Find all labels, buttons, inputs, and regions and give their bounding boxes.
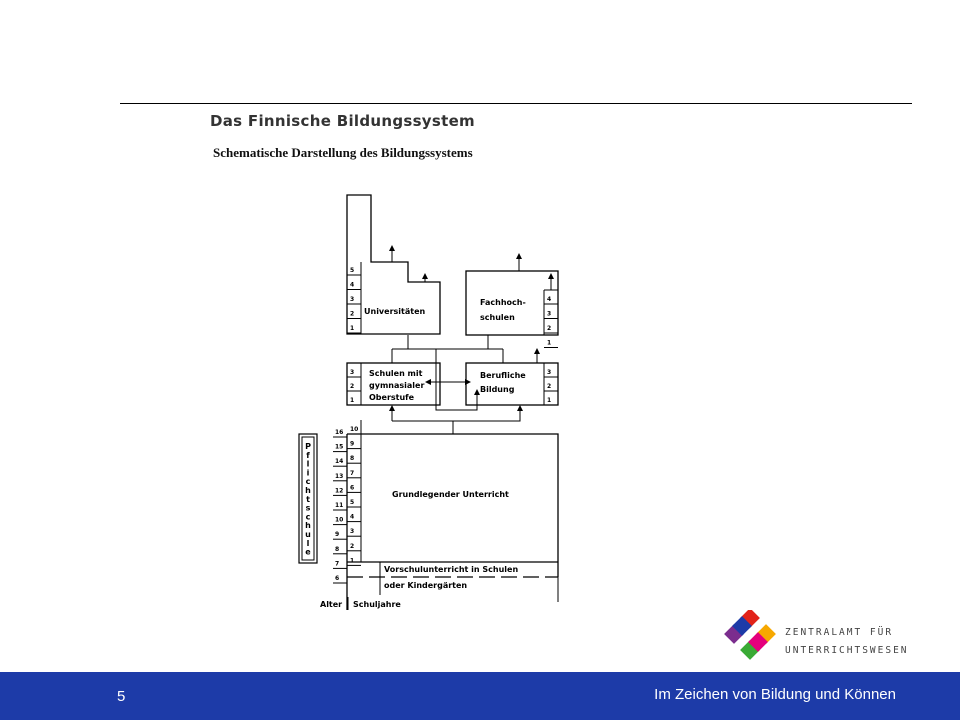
university-year-2: 2 — [350, 311, 354, 318]
basic-year-9: 9 — [350, 441, 354, 448]
university-year-4: 4 — [350, 282, 354, 289]
basic-year-6: 6 — [350, 484, 354, 491]
gymnasium-label-2: gymnasialer — [369, 381, 424, 390]
basic-year-8: 8 — [350, 455, 354, 462]
compulsory-letter: s — [306, 504, 311, 513]
fachhochschule-year-3: 3 — [547, 311, 551, 318]
footer-bar — [0, 672, 960, 720]
university-year-3: 3 — [350, 296, 354, 303]
compulsory-letter: u — [305, 530, 311, 539]
compulsory-letter: t — [306, 495, 310, 504]
age-6: 6 — [335, 575, 339, 582]
gymnasium-year-3: 3 — [350, 369, 354, 376]
basic-year-7: 7 — [350, 470, 354, 477]
basic-year-5: 5 — [350, 499, 354, 506]
axis-years-label: Schuljahre — [353, 600, 401, 609]
universities-box — [346, 194, 441, 335]
axis-age-label: Alter — [320, 600, 342, 609]
footer-slogan: Im Zeichen von Bildung und Können — [654, 686, 896, 703]
basic-year-4: 4 — [350, 514, 354, 521]
basic-education-label: Grundlegender Unterricht — [392, 490, 509, 499]
fachhochschule-year-1: 1 — [547, 340, 551, 347]
age-7: 7 — [335, 560, 339, 567]
vocational-year-2: 2 — [547, 383, 551, 390]
compulsory-letter: f — [306, 451, 310, 460]
fachhochschule-year-4: 4 — [547, 296, 551, 303]
page-number: 5 — [117, 688, 126, 705]
age-9: 9 — [335, 531, 339, 538]
vocational-label-1: Berufliche — [480, 371, 526, 380]
zentralamt-logo-icon — [724, 610, 776, 660]
vocational-year-1: 1 — [547, 397, 551, 404]
preschool-label-2: oder Kindergärten — [384, 581, 467, 590]
basic-year-2: 2 — [350, 543, 354, 550]
compulsory-letter: i — [307, 468, 310, 477]
age-12: 12 — [335, 487, 343, 494]
age-16: 16 — [335, 429, 343, 436]
university-year-1: 1 — [350, 325, 354, 332]
compulsory-letter: P — [305, 442, 311, 451]
page-title: Das Finnische Bildungssystem — [210, 112, 475, 130]
basic-year-1: 1 — [350, 557, 354, 564]
fachhochschule-label-2: schulen — [480, 313, 515, 322]
age-13: 13 — [335, 473, 343, 480]
basic-year-10: 10 — [350, 426, 358, 433]
compulsory-letter: h — [305, 521, 311, 530]
page-subtitle: Schematische Darstellung des Bildungssys… — [213, 145, 473, 160]
compulsory-letter: c — [306, 477, 311, 486]
gymnasium-year-1: 1 — [350, 397, 354, 404]
fachhochschule-box — [465, 270, 559, 336]
fachhochschule-label-1: Fachhoch- — [480, 298, 526, 307]
compulsory-letter: c — [306, 512, 311, 521]
age-14: 14 — [335, 458, 343, 465]
age-10: 10 — [335, 517, 343, 524]
age-11: 11 — [335, 502, 343, 509]
compulsory-letter: h — [305, 486, 311, 495]
education-system-diagram: Universitäten Fachhoch- schulen Schulen … — [298, 194, 559, 610]
age-15: 15 — [335, 444, 343, 451]
university-year-5: 5 — [350, 267, 354, 274]
logo-text: ZENTRALAMT FÜR UNTERRICHTSWESEN — [785, 624, 909, 660]
vocational-year-3: 3 — [547, 369, 551, 376]
gymnasium-label-1: Schulen mit — [369, 369, 423, 378]
preschool-label-1: Vorschulunterricht in Schulen — [384, 565, 518, 574]
logo-line-1: ZENTRALAMT FÜR — [785, 627, 894, 638]
basic-year-3: 3 — [350, 528, 354, 535]
compulsory-letter: e — [305, 548, 311, 557]
gymnasium-label-3: Oberstufe — [369, 393, 415, 402]
age-8: 8 — [335, 546, 339, 553]
logo-line-2: UNTERRICHTSWESEN — [785, 645, 909, 656]
vocational-label-2: Bildung — [480, 385, 515, 394]
compulsory-letter: l — [307, 539, 310, 548]
gymnasium-year-2: 2 — [350, 383, 354, 390]
fachhochschule-year-2: 2 — [547, 325, 551, 332]
header-rule — [120, 103, 912, 104]
compulsory-letter: l — [307, 460, 310, 469]
universities-label: Universitäten — [364, 307, 425, 316]
compulsory-school-box — [298, 433, 318, 564]
